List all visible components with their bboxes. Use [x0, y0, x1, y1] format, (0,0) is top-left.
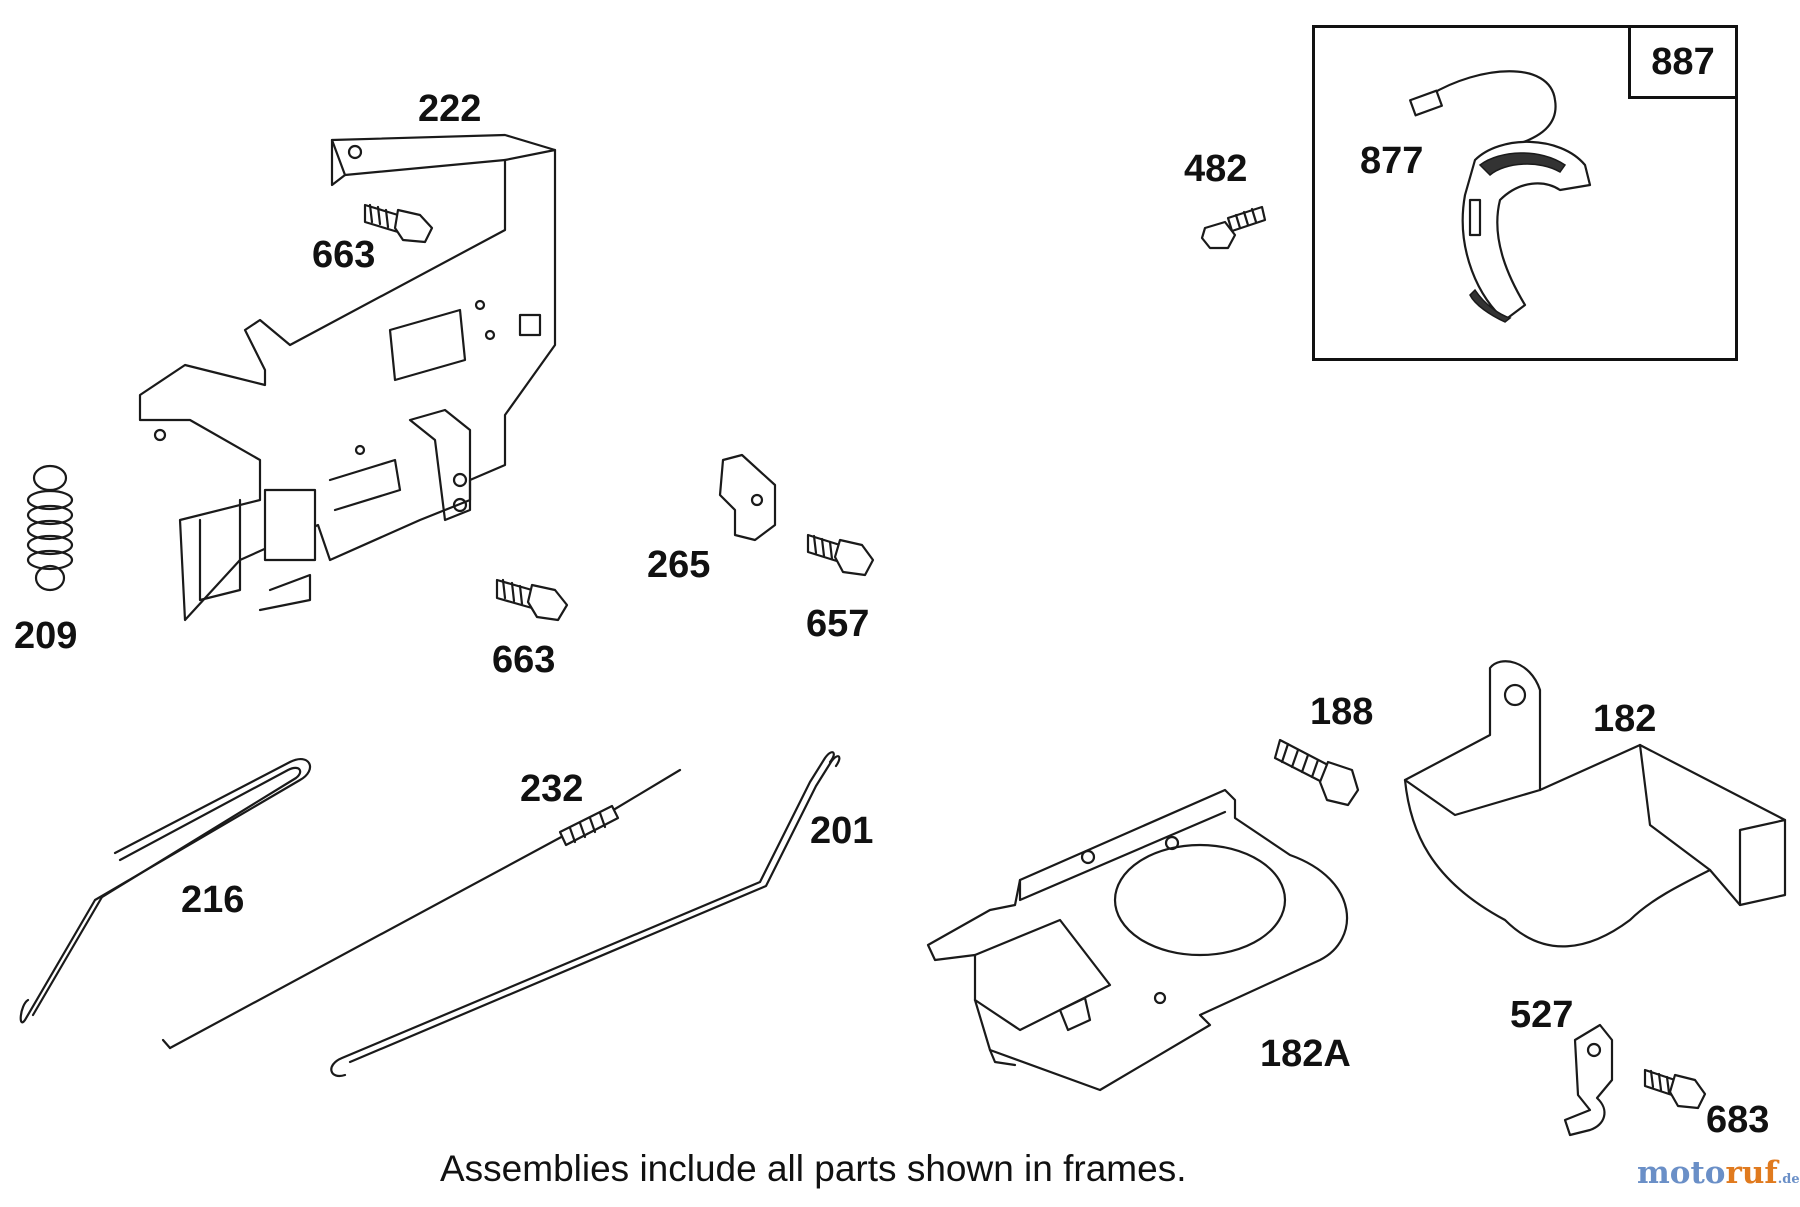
shield-182A	[926, 788, 1349, 1092]
callout-182: 182	[1593, 698, 1657, 740]
bolt-663-bottom	[495, 578, 569, 622]
callout-663-bottom: 663	[492, 639, 556, 681]
control-bracket-222	[138, 133, 557, 622]
clip-527	[1563, 1023, 1614, 1137]
spring-209	[26, 464, 74, 592]
callout-182A: 182A	[1260, 1033, 1351, 1075]
callout-482: 482	[1184, 148, 1248, 190]
bolt-188	[1273, 738, 1360, 807]
callout-188: 188	[1310, 691, 1374, 733]
callout-201: 201	[810, 810, 874, 852]
watermark-part-1: moto	[1637, 1155, 1726, 1191]
callout-222: 222	[418, 88, 482, 130]
callout-683: 683	[1706, 1099, 1770, 1141]
spring-link-232	[161, 768, 682, 1050]
screw-482	[1200, 205, 1267, 250]
callout-877: 877	[1360, 140, 1424, 182]
clip-265	[718, 453, 777, 542]
callout-887: 887	[1628, 25, 1738, 99]
callout-216: 216	[181, 879, 245, 921]
watermark-part-2: ruf	[1725, 1155, 1778, 1191]
diagram-caption: Assemblies include all parts shown in fr…	[440, 1148, 1187, 1189]
bolt-683	[1643, 1068, 1707, 1110]
callout-657: 657	[806, 603, 870, 645]
callout-527: 527	[1510, 994, 1574, 1036]
bolt-663-top	[363, 203, 434, 244]
watermark-part-3: .de	[1777, 1172, 1800, 1187]
assembly-frame-887: 887	[1312, 25, 1738, 361]
watermark-logo: motoruf.de	[1637, 1155, 1800, 1191]
callout-232: 232	[520, 768, 584, 810]
callout-663-top: 663	[312, 234, 376, 276]
link-216	[19, 758, 312, 1024]
callout-265: 265	[647, 544, 711, 586]
ignition-module-877	[1409, 70, 1592, 323]
link-201	[330, 751, 841, 1078]
callout-209: 209	[14, 615, 78, 657]
shield-182	[1403, 660, 1787, 948]
bolt-657	[806, 533, 875, 577]
